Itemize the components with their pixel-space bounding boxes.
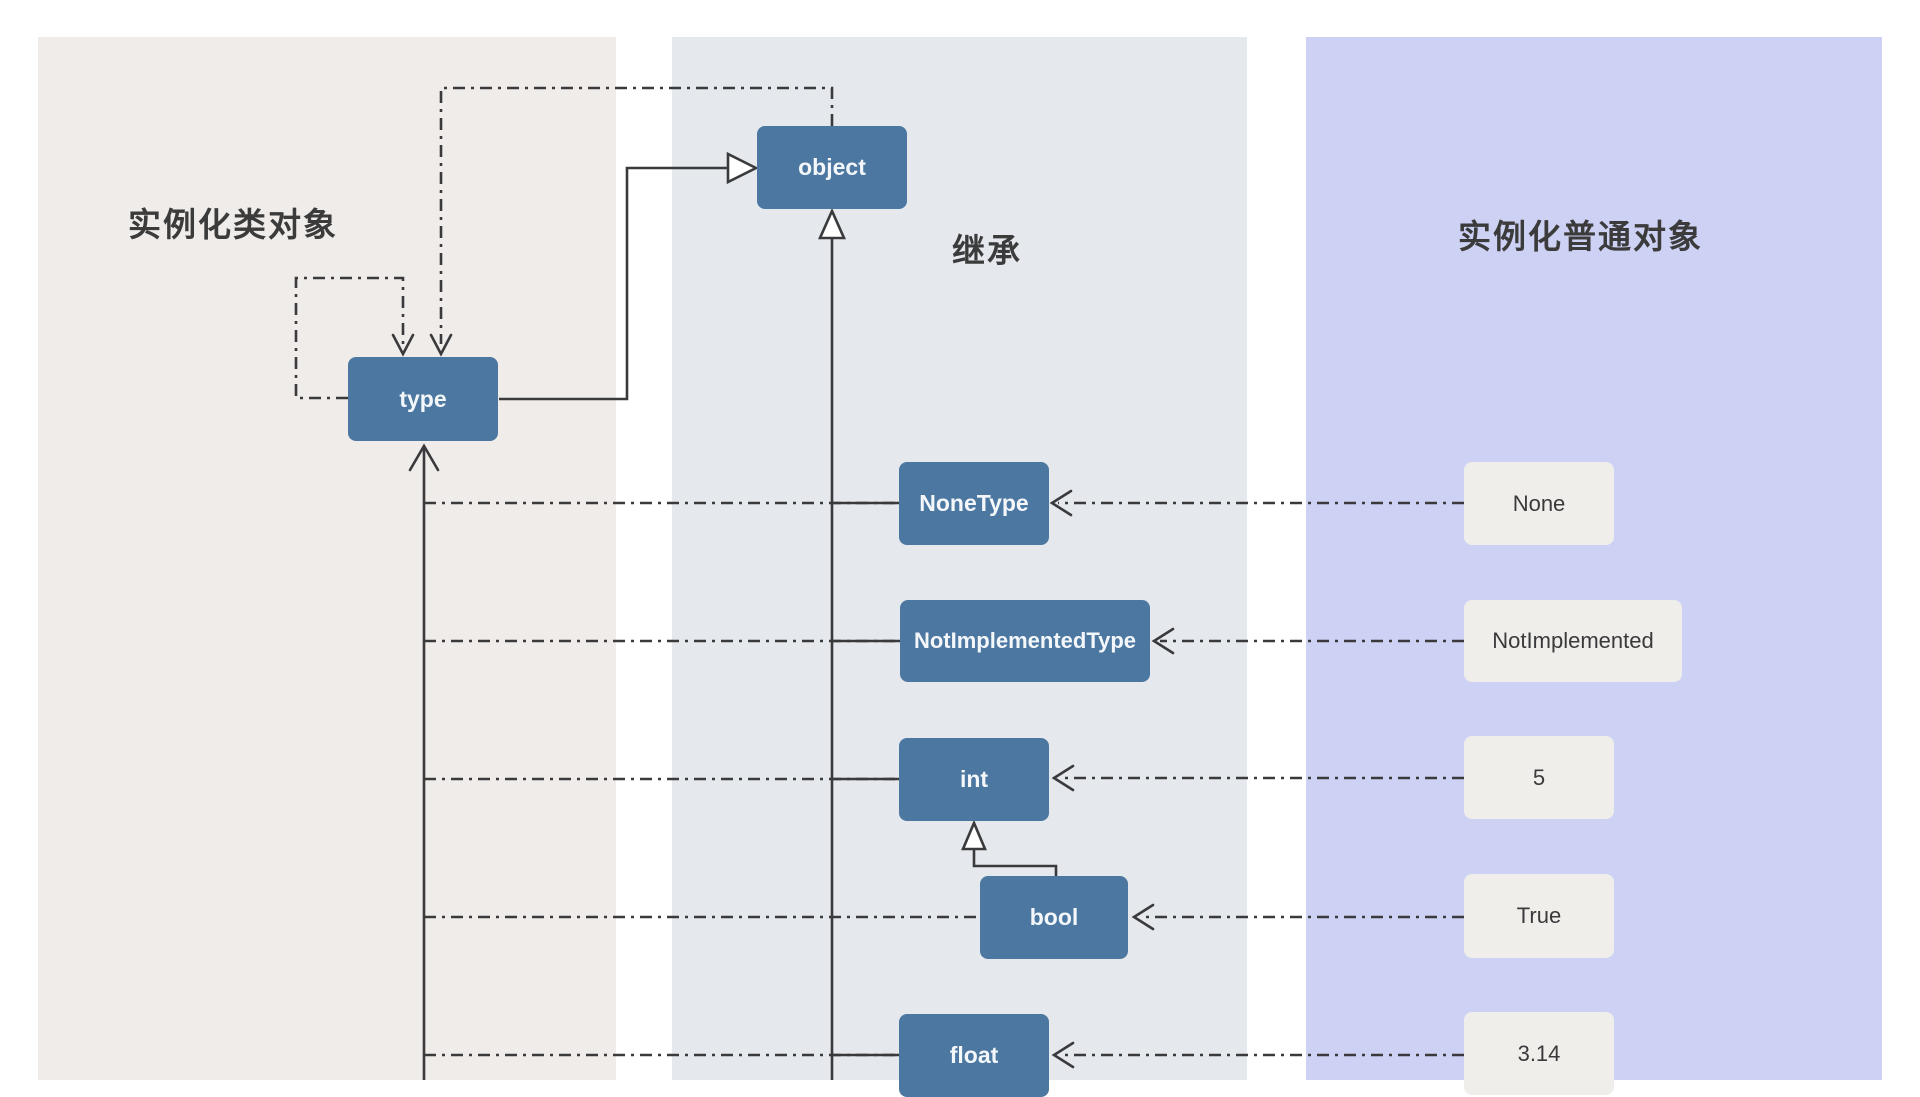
node-bool-class: bool [980, 876, 1128, 959]
instance-of-feeder-lines [424, 501, 980, 1057]
node-notimplemented-instance: NotImplemented [1464, 600, 1682, 682]
column-class-instantiation [38, 37, 616, 1080]
edge-none-instance-of-nonetype [1049, 489, 1464, 517]
column-title-inheritance: 继承 [952, 232, 1022, 269]
edge-bool-inherits-int [961, 819, 1058, 876]
edge-object-instance-of-type [429, 86, 834, 357]
column-title-class-instantiation: 实例化类对象 [128, 206, 338, 243]
node-float-class: float [899, 1014, 1049, 1097]
node-none-instance: None [1464, 462, 1614, 545]
instance-of-collector-line [408, 443, 440, 1080]
edge-five-instance-of-int [1051, 764, 1464, 792]
node-nonetype-class: NoneType [899, 462, 1049, 545]
edge-true-instance-of-bool [1131, 903, 1464, 931]
column-title-object-instantiation: 实例化普通对象 [1458, 218, 1703, 255]
node-int-class: int [899, 738, 1049, 821]
node-3point14-instance: 3.14 [1464, 1012, 1614, 1095]
node-notimplementedtype-class: NotImplementedType [900, 600, 1150, 682]
inheritance-trunk-line [817, 207, 900, 1080]
node-type-metaclass: type [348, 357, 498, 441]
node-5-instance: 5 [1464, 736, 1614, 819]
edge-pi-instance-of-float [1051, 1041, 1464, 1069]
edge-type-inherits-object [499, 151, 759, 401]
edge-notimplemented-instance-of-notimplementedtype [1151, 627, 1464, 655]
node-object-class: object [757, 126, 907, 209]
node-true-instance: True [1464, 874, 1614, 958]
edge-type-instance-of-type [294, 276, 415, 400]
